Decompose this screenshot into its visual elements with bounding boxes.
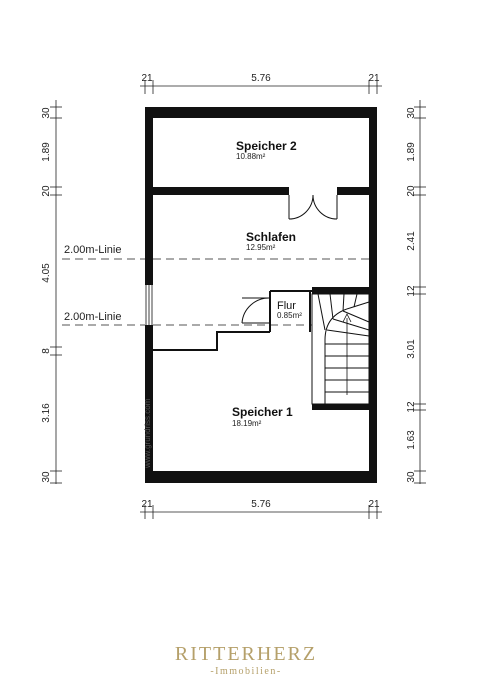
room-speicher-1: Speicher 1 18.19m² — [232, 405, 293, 428]
room-name: Schlafen — [246, 230, 296, 244]
room-flur: Flur 0.85m² — [277, 300, 302, 320]
dimension-top: 21 5.76 21 — [140, 73, 382, 94]
height-lines: 2.00m-Linie 2.00m-Linie — [62, 244, 370, 326]
dim-right-5: 12 — [406, 285, 417, 297]
height-line-label-1: 2.00m-Linie — [64, 244, 121, 256]
room-name: Flur — [277, 300, 296, 312]
dim-left-3: 20 — [41, 185, 52, 197]
room-area: 18.19m² — [232, 419, 262, 428]
room-name: Speicher 2 — [236, 139, 297, 153]
dim-bottom-3: 21 — [368, 499, 380, 510]
logo-subtitle: -Immobilien- — [210, 666, 282, 677]
dim-left-7: 30 — [41, 471, 52, 483]
dim-left-4: 4.05 — [41, 263, 52, 283]
double-door — [288, 187, 338, 220]
logo-brand: RITTERHERZ — [174, 643, 318, 665]
window — [145, 285, 153, 325]
dim-left-2: 1.89 — [41, 142, 52, 162]
room-area: 0.85m² — [277, 311, 302, 320]
dim-right-3: 20 — [406, 185, 417, 197]
room-name: Speicher 1 — [232, 405, 293, 419]
flur-door — [241, 297, 271, 324]
room-area: 10.88m² — [236, 152, 266, 161]
dim-top-2: 5.76 — [251, 73, 271, 84]
room-speicher-2: Speicher 2 10.88m² — [236, 139, 297, 161]
dim-right-9: 30 — [406, 471, 417, 483]
dim-left-5: 8 — [41, 348, 52, 354]
dim-right-6: 3.01 — [406, 339, 417, 359]
dim-right-7: 12 — [406, 401, 417, 413]
dim-right-4: 2.41 — [406, 231, 417, 251]
dim-bottom-2: 5.76 — [251, 499, 271, 510]
dim-left-6: 3.16 — [41, 403, 52, 423]
staircase — [311, 293, 370, 405]
dim-left-1: 30 — [41, 107, 52, 119]
dim-bottom-1: 21 — [141, 499, 153, 510]
dim-right-2: 1.89 — [406, 142, 417, 162]
dimension-left: 30 1.89 20 4.05 8 3.16 30 — [41, 100, 62, 484]
watermark: www.grundriss.com — [143, 398, 152, 469]
dimension-right: 30 1.89 20 2.41 12 3.01 12 1.63 30 — [406, 100, 426, 484]
room-area: 12.95m² — [246, 243, 276, 252]
dim-top-1: 21 — [141, 73, 153, 84]
room-schlafen: Schlafen 12.95m² — [246, 230, 296, 252]
dim-right-1: 30 — [406, 107, 417, 119]
company-logo: RITTERHERZ -Immobilien- — [0, 644, 492, 677]
dim-top-3: 21 — [368, 73, 380, 84]
dimension-bottom: 21 5.76 21 — [140, 499, 382, 519]
dim-right-8: 1.63 — [406, 430, 417, 450]
height-line-label-2: 2.00m-Linie — [64, 311, 121, 323]
